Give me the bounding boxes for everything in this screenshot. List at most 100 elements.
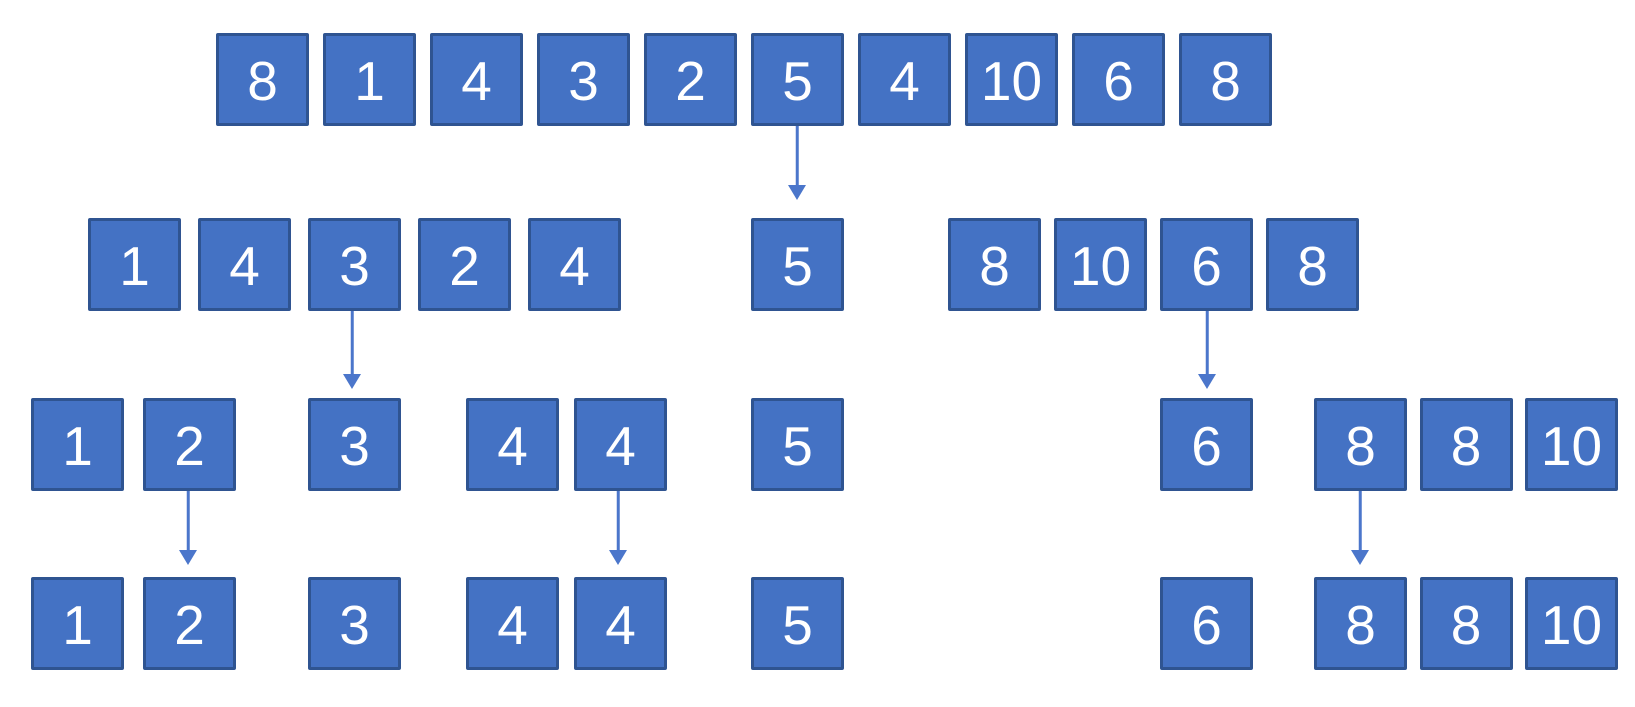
- array-box: 8: [1179, 33, 1272, 126]
- array-box-value: 8: [979, 235, 1010, 297]
- array-box: 2: [143, 398, 236, 491]
- arrow-shaft: [350, 311, 354, 376]
- array-box-value: 2: [675, 50, 706, 112]
- arrow-head: [788, 185, 806, 200]
- array-box: 2: [143, 577, 236, 670]
- array-box-value: 5: [782, 50, 813, 112]
- array-box-value: 6: [1191, 235, 1222, 297]
- array-box-value: 10: [1540, 594, 1603, 656]
- array-box: 1: [31, 577, 124, 670]
- arrow-4-down-icon: [609, 491, 627, 565]
- pivot-3: 3: [308, 398, 401, 491]
- array-box-value: 8: [1450, 415, 1482, 477]
- group-8-8-10: 8 8 10: [1314, 577, 1618, 670]
- array-box-value: 4: [229, 235, 260, 297]
- array-box: 5: [751, 577, 844, 670]
- array-box-value: 4: [497, 594, 528, 656]
- array-box: 10: [1054, 218, 1147, 311]
- array-box-value: 3: [339, 415, 370, 477]
- array-box: 4: [858, 33, 951, 126]
- array-box: 4: [430, 33, 523, 126]
- array-box-value: 3: [339, 235, 370, 297]
- array-box-value: 1: [62, 415, 93, 477]
- array-box-value: 4: [461, 50, 492, 112]
- pivot-5: 5: [751, 577, 844, 670]
- array-box-value: 1: [354, 50, 385, 112]
- pivot-3: 3: [308, 577, 401, 670]
- array-box: 10: [1525, 398, 1618, 491]
- array-box-value: 4: [605, 415, 636, 477]
- arrow-head: [609, 550, 627, 565]
- array-box: 8: [1314, 577, 1407, 670]
- array-box: 6: [1160, 218, 1253, 311]
- arrow-shaft: [616, 491, 620, 552]
- array-box: 1: [323, 33, 416, 126]
- array-box: 1: [31, 398, 124, 491]
- array-box: 8: [948, 218, 1041, 311]
- arrow-head: [1351, 550, 1369, 565]
- array-box-value: 4: [889, 50, 920, 112]
- array-box: 10: [1525, 577, 1618, 670]
- array-box: 10: [965, 33, 1058, 126]
- arrow-pivot-5-down-icon: [788, 126, 806, 200]
- arrow-shaft: [1358, 491, 1362, 552]
- arrow-head: [343, 374, 361, 389]
- array-box-value: 3: [339, 594, 370, 656]
- array-box: 4: [466, 398, 559, 491]
- arrow-shaft: [795, 126, 799, 187]
- array-box: 3: [308, 577, 401, 670]
- array-box: 8: [1419, 577, 1513, 670]
- array-box: 2: [418, 218, 511, 311]
- array-box: 8: [216, 33, 309, 126]
- array-box: 6: [1072, 33, 1165, 126]
- array-box: 3: [537, 33, 630, 126]
- array-box: 8: [1314, 398, 1407, 491]
- array-box: 1: [88, 218, 181, 311]
- array-box-value: 8: [1345, 594, 1376, 656]
- array-box-value: 2: [174, 594, 205, 656]
- array-box: 8: [1419, 398, 1513, 491]
- array-box: 4: [574, 577, 667, 670]
- array-box-value: 4: [497, 415, 528, 477]
- array-box-value: 6: [1191, 594, 1222, 656]
- array-box: 4: [528, 218, 621, 311]
- pivot-6: 6: [1160, 577, 1253, 670]
- array-box-value: 5: [782, 594, 813, 656]
- array-box: 4: [466, 577, 559, 670]
- group-8-8-10: 8 8 10: [1314, 398, 1618, 491]
- pivot-6: 6: [1160, 398, 1253, 491]
- arrow-pivot-3-down-icon: [343, 311, 361, 389]
- array-box-value: 8: [1345, 415, 1376, 477]
- array-box-value: 2: [174, 415, 205, 477]
- array-box-value: 4: [605, 594, 636, 656]
- array-box-value: 5: [782, 415, 813, 477]
- array-box: 4: [574, 398, 667, 491]
- array-box-value: 10: [1540, 415, 1603, 477]
- pivot-5: 5: [751, 218, 844, 311]
- arrow-head: [1198, 374, 1216, 389]
- arrow-shaft: [1205, 311, 1209, 376]
- array-box-value: 8: [1450, 594, 1482, 656]
- arrow-pivot-6-down-icon: [1198, 311, 1216, 389]
- array-box-value: 2: [449, 235, 480, 297]
- array-box-value: 3: [568, 50, 599, 112]
- array-box-value: 1: [62, 594, 93, 656]
- arrow-shaft: [186, 491, 190, 552]
- array-box: 3: [308, 398, 401, 491]
- array-box-value: 6: [1191, 415, 1222, 477]
- array-box-value: 8: [1210, 50, 1241, 112]
- array-box-value: 8: [247, 50, 278, 112]
- array-box: 2: [644, 33, 737, 126]
- arrow-8-down-icon: [1351, 491, 1369, 565]
